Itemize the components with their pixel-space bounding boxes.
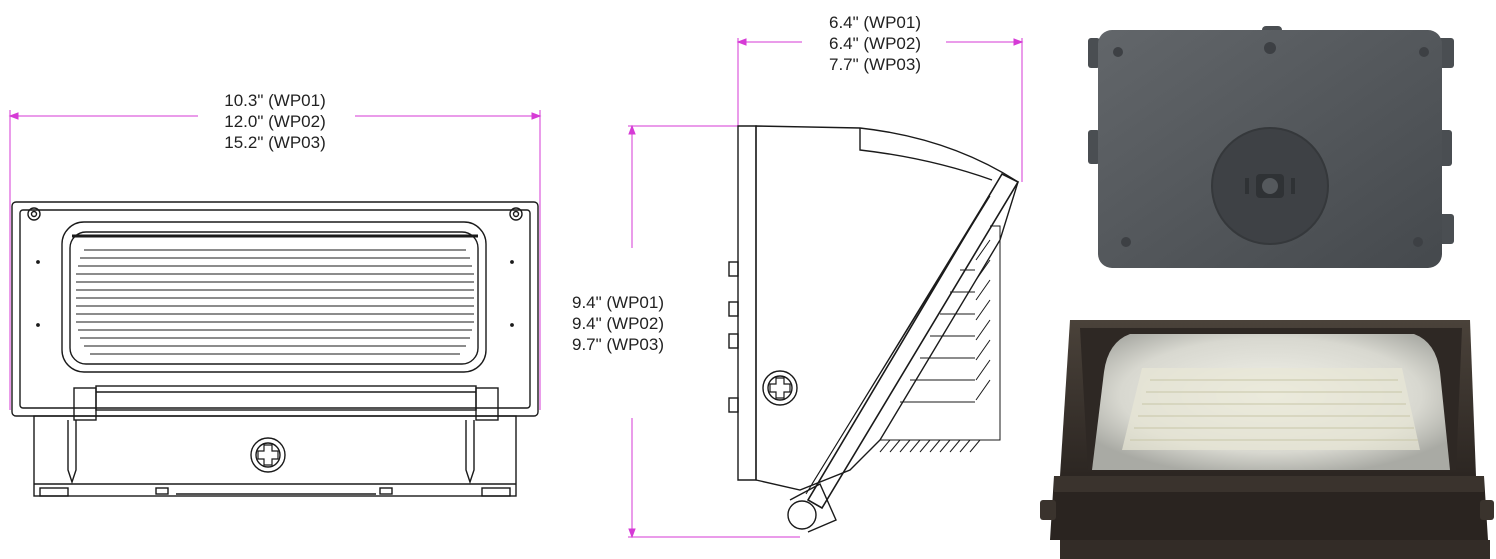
center-screw-icon xyxy=(250,437,286,473)
lower-housing xyxy=(33,415,517,497)
depth-wp01: 6.4" (WP01) xyxy=(828,13,921,32)
height-dimension-line xyxy=(628,124,800,539)
depth-dimension-label: 6.4" (WP01) 6.4" (WP02) 7.7" (WP03) xyxy=(805,12,945,75)
height-wp02: 9.4" (WP02) xyxy=(572,314,665,333)
louver-lines xyxy=(76,249,474,355)
height-dimension-label: 9.4" (WP01) 9.4" (WP02) 9.7" (WP03) xyxy=(572,292,702,355)
screw-icon xyxy=(27,207,41,221)
front-view-photo xyxy=(1040,320,1494,559)
width-wp01: 10.3" (WP01) xyxy=(224,91,326,110)
height-wp03: 9.7" (WP03) xyxy=(572,335,665,354)
side-housing xyxy=(755,125,1019,491)
lens-edge xyxy=(806,172,1020,510)
led-array xyxy=(1130,379,1418,441)
back-view-photo xyxy=(1088,26,1454,268)
lens-window xyxy=(61,221,487,373)
mounting-plate xyxy=(11,201,539,417)
hinge-bar xyxy=(95,385,477,411)
depth-wp02: 6.4" (WP02) xyxy=(828,34,921,53)
width-wp02: 12.0" (WP02) xyxy=(224,112,326,131)
heat-sink-fins xyxy=(869,225,1001,453)
back-plate xyxy=(737,125,757,481)
height-wp01: 9.4" (WP01) xyxy=(572,293,665,312)
side-screw-icon xyxy=(762,370,798,406)
width-dimension-line xyxy=(8,110,542,410)
width-dimension-label: 10.3" (WP01) 12.0" (WP02) 15.2" (WP03) xyxy=(200,90,350,153)
width-wp03: 15.2" (WP03) xyxy=(224,133,326,152)
side-view-drawing xyxy=(628,38,1024,539)
screw-icon xyxy=(509,207,523,221)
depth-dimension-line xyxy=(736,38,1024,182)
depth-wp03: 7.7" (WP03) xyxy=(828,55,921,74)
front-view-drawing xyxy=(8,110,542,497)
